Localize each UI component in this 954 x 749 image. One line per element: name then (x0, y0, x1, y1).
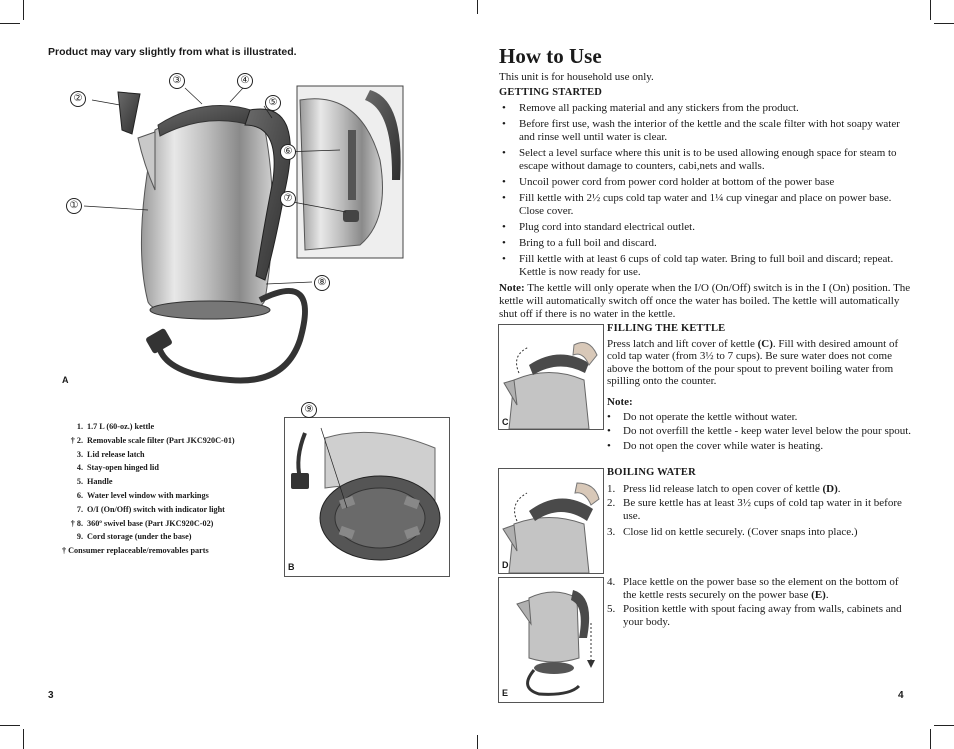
crop-mark (934, 23, 954, 24)
callout-9: ⑨ (301, 402, 317, 418)
figure-c-label: C (502, 417, 509, 427)
note-label: Note: (499, 282, 525, 294)
crop-mark (477, 0, 478, 14)
filling-text: Press latch and lift cover of kettle (C)… (607, 337, 899, 388)
parts-item: † 8.360º swivel base (Part JKC920C-02) (70, 518, 214, 528)
crop-mark (23, 0, 24, 20)
parts-list: 1.1.7 L (60-oz.) kettle † 2.Removable sc… (58, 420, 278, 558)
parts-item: 1.1.7 L (60-oz.) kettle (76, 422, 155, 431)
list-item: 5.Position kettle with spout facing away… (607, 603, 902, 628)
base-illustration-b: B (284, 417, 450, 577)
how-to-use-section: How to Use This unit is for household us… (499, 44, 914, 321)
base-placement-diagram (516, 590, 595, 696)
parts-item: 7.O/I (On/Off) switch with indicator lig… (76, 504, 225, 514)
kettle-illustration-a (60, 70, 452, 390)
crop-mark (930, 729, 931, 749)
list-item: 1.Press lid release latch to open cover … (607, 482, 841, 495)
note-text: The kettle will only operate when the I/… (499, 282, 911, 320)
filling-section: FILLING THE KETTLE Press latch and lift … (607, 323, 914, 454)
page-number-left: 3 (48, 690, 54, 701)
boiling-section-continued: 4.Place kettle on the power base so the … (607, 574, 914, 630)
kettle-illustration-e: E (498, 577, 604, 703)
callout-8: ⑧ (314, 275, 330, 291)
crop-mark (934, 725, 954, 726)
list-item: 2.Be sure kettle has at least 3½ cups of… (607, 497, 902, 522)
page-title: How to Use (499, 44, 602, 68)
figure-e-label: E (502, 688, 509, 698)
list-item: Remove all packing material and any stic… (499, 102, 914, 115)
callout-6: ⑥ (280, 144, 296, 160)
list-item: Do not operate the kettle without water. (607, 411, 914, 424)
filling-heading: FILLING THE KETTLE (607, 323, 726, 334)
list-item: Fill kettle with at least 6 cups of cold… (499, 253, 914, 279)
boiling-steps-list: 1.Press lid release latch to open cover … (607, 483, 914, 539)
kettle-illustration-c: C (498, 324, 604, 430)
callout-4: ④ (237, 73, 253, 89)
figure-d-label: D (502, 560, 509, 570)
list-item: Uncoil power cord from power cord holder… (499, 176, 914, 189)
callout-1: ① (66, 198, 82, 214)
kettle-illustration-d: D (498, 468, 604, 574)
boiling-section: BOILING WATER 1.Press lid release latch … (607, 467, 914, 541)
callout-5: ⑤ (265, 95, 281, 111)
list-item: Select a level surface where this unit i… (499, 147, 914, 173)
list-item: 4.Place kettle on the power base so the … (607, 576, 899, 601)
operation-note: Note: The kettle will only operate when … (499, 282, 914, 321)
parts-item: 4.Stay-open hinged lid (76, 463, 159, 473)
list-item: Plug cord into standard electrical outle… (499, 221, 914, 234)
getting-started-list: Remove all packing material and any stic… (499, 102, 914, 279)
parts-item: 3.Lid release latch (76, 449, 145, 459)
boiling-steps-list-2: 4.Place kettle on the power base so the … (607, 576, 914, 628)
filling-note-label: Note: (607, 395, 633, 408)
crop-mark (477, 735, 478, 749)
product-disclaimer: Product may vary slightly from what is i… (48, 46, 297, 58)
figure-a-label: A (62, 375, 69, 385)
base-diagram (291, 427, 441, 561)
crop-mark (0, 725, 20, 726)
page-number-right: 4 (898, 690, 904, 701)
filling-notes-list: Do not operate the kettle without water.… (607, 411, 914, 453)
parts-item: 5.Handle (76, 477, 113, 487)
figure-b-label: B (288, 562, 295, 572)
intro-text: This unit is for household use only. (499, 71, 654, 83)
list-item: Do not overfill the kettle - keep water … (607, 425, 914, 438)
parts-item: 9.Cord storage (under the base) (76, 532, 192, 542)
fill-kettle-diagram (503, 342, 598, 429)
list-item: Do not open the cover while water is hea… (607, 440, 914, 453)
list-item: 3.Close lid on kettle securely. (Cover s… (607, 526, 858, 539)
callout-3: ③ (169, 73, 185, 89)
callout-7: ⑦ (280, 191, 296, 207)
parts-item: † 2.Removable scale filter (Part JKC920C… (70, 435, 235, 445)
parts-item: 6.Water level window with markings (76, 490, 209, 500)
kettle-diagram (83, 85, 404, 384)
crop-mark (23, 729, 24, 749)
crop-mark (0, 23, 20, 24)
parts-footnote: † Consumer replaceable/removables parts (62, 546, 209, 556)
list-item: Before first use, wash the interior of t… (499, 118, 914, 144)
list-item: Bring to a full boil and discard. (499, 237, 914, 250)
callout-2: ② (70, 91, 86, 107)
boiling-heading: BOILING WATER (607, 467, 696, 478)
open-lid-diagram (502, 482, 600, 573)
getting-started-heading: GETTING STARTED (499, 87, 603, 98)
crop-mark (930, 0, 931, 20)
list-item: Fill kettle with 2½ cups cold tap water … (499, 192, 914, 218)
